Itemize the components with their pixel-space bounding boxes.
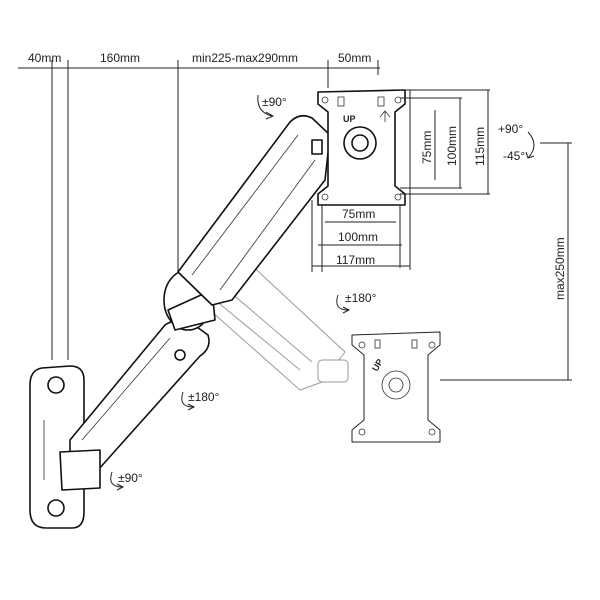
dim-vesa-100-vertical: 100mm: [445, 126, 459, 166]
rot-tilt-down: -45°: [503, 149, 525, 163]
dim-vesa-75-horizontal: 75mm: [342, 207, 375, 221]
vesa-horizontal-dims: [311, 90, 411, 272]
swivel-base-arrow-icon: [110, 471, 125, 491]
rot-swivel-elbow: ±180°: [188, 390, 220, 404]
rot-swivel-base: ±90°: [118, 471, 143, 485]
dim-plate-117-horizontal: 117mm: [336, 253, 375, 267]
swivel-elbow-arrow-icon: [181, 391, 196, 411]
ghost-vesa-plate: [351, 331, 441, 443]
rot-tilt-up: +90°: [498, 122, 523, 136]
dim-head-offset: 50mm: [338, 51, 371, 65]
dim-wall-depth: 40mm: [28, 51, 61, 65]
dim-max-height: max250mm: [553, 237, 567, 300]
rot-plate: ±90°: [262, 95, 287, 109]
dim-plate-115-vertical: 115mm: [473, 127, 487, 166]
rotation-arrow-icon: [257, 94, 275, 120]
rot-swivel-head: ±180°: [345, 291, 377, 305]
main-vesa-plate: [317, 89, 406, 206]
dim-vesa-75-vertical: 75mm: [420, 131, 434, 164]
lower-arm: [59, 319, 210, 491]
max-height-dim: [440, 142, 572, 381]
dim-arm-segment: 160mm: [100, 51, 140, 65]
dim-vesa-100-horizontal: 100mm: [338, 230, 378, 244]
main-up-mark: UP: [343, 114, 356, 124]
dim-extension-range: min225-max290mm: [192, 51, 298, 65]
vesa-vertical-dims: [400, 89, 490, 195]
tilt-arrow-icon: [525, 131, 535, 159]
upper-arm: [177, 114, 331, 306]
swivel-head-arrow-icon: [336, 294, 351, 314]
top-dimension-line: [18, 60, 380, 360]
